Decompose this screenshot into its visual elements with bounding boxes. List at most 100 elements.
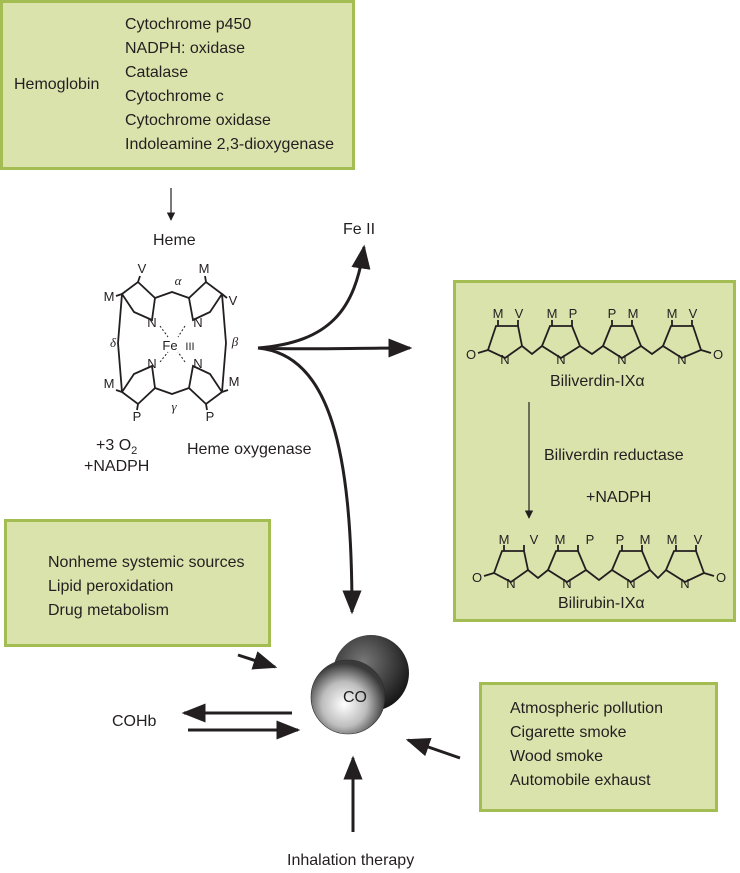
carbonyl-bond: [703, 572, 715, 577]
substituent-bond: [205, 403, 208, 411]
o2-subscript: 2: [131, 445, 138, 458]
methine-bridge: [579, 345, 604, 356]
pyrrole-ring-d: [188, 364, 224, 406]
group-label: P: [616, 532, 625, 547]
pyrrole-ring: [540, 325, 582, 360]
heme-sources-list: Cytochrome p450 NADPH: oxidase Catalase …: [125, 13, 334, 157]
heme-label: Heme: [153, 232, 196, 249]
list-item: Nonheme systemic sources: [48, 554, 245, 571]
heme-beta-label: β: [231, 334, 239, 349]
pyrrole-ring: [661, 325, 703, 360]
methine-bridge: [640, 345, 664, 356]
list-item: Cytochrome p450: [125, 16, 252, 33]
methine-bridge: [521, 345, 543, 356]
heme-sources-box: Hemoglobin Cytochrome p450 NADPH: oxidas…: [0, 0, 355, 170]
list-item: Drug metabolism: [48, 602, 169, 619]
group-label: M: [499, 532, 510, 547]
nadph-reagent: +NADPH: [84, 458, 150, 475]
heme-to-co-arrow: [257, 346, 362, 615]
substituent-bond: [221, 389, 229, 393]
group-label: V: [515, 306, 524, 321]
nitrogen-label: N: [680, 576, 689, 591]
carbonyl-bond: [483, 572, 495, 577]
pyrrole-ring: [492, 550, 530, 584]
o2-reagent: +3 O2: [96, 436, 137, 461]
pyrrole-ring: [601, 325, 643, 360]
nonheme-sources-box: Nonheme systemic sources Lipid peroxidat…: [4, 519, 271, 647]
heme-structure: [115, 275, 229, 411]
cohb-label: COHb: [112, 713, 157, 730]
nonheme-sources-list: Nonheme systemic sources Lipid peroxidat…: [48, 551, 245, 623]
heme-alpha-label: α: [175, 273, 183, 288]
biliverdin-reductase-label: Biliverdin reductase: [544, 447, 684, 464]
nitrogen-label: N: [626, 576, 635, 591]
substituent-bond: [137, 275, 141, 283]
heme-p-label: P: [206, 409, 215, 424]
fe-n-bond: [159, 325, 169, 338]
carbonyl-bond: [477, 349, 489, 354]
list-item: NADPH: oxidase: [125, 40, 246, 57]
heme-n-label: N: [193, 315, 202, 330]
fe-n-bond: [159, 351, 169, 363]
pyrrole-ring: [546, 550, 588, 584]
group-label: M: [667, 532, 678, 547]
nitrogen-label: N: [556, 352, 565, 367]
meso-bridge-gamma: [154, 387, 190, 395]
nitrogen-label: N: [500, 352, 509, 367]
biliverdin-labels: M V M P P M M V O O N N N N: [466, 306, 723, 367]
group-label: M: [640, 532, 651, 547]
list-item: Cytochrome c: [125, 88, 224, 105]
group-label: P: [569, 306, 578, 321]
environment-to-co-arrow: [405, 737, 461, 760]
heme-fe-label: Fe: [162, 338, 177, 353]
oxygen-label: O: [713, 347, 723, 362]
substituent-bond: [204, 275, 207, 283]
heme-m-label: M: [104, 289, 115, 304]
list-item: Cytochrome oxidase: [125, 112, 271, 129]
list-item: Atmospheric pollution: [510, 700, 663, 717]
fe2-label: Fe II: [343, 221, 376, 238]
heme-to-biliverdin-arrow: [257, 338, 413, 358]
substituent-bond: [115, 293, 123, 297]
heme-v-label: V: [229, 293, 238, 308]
group-label: M: [555, 532, 566, 547]
list-item: Automobile exhaust: [510, 772, 651, 789]
methine-bridge: [649, 569, 667, 580]
bilirubin-label: Bilirubin-IXα: [558, 595, 645, 612]
group-label: M: [667, 306, 678, 321]
meso-bridge-beta: [221, 293, 227, 393]
heme-gamma-label: γ: [171, 399, 177, 414]
heme-delta-label: δ: [110, 335, 117, 350]
group-label: V: [694, 532, 703, 547]
environmental-sources-list: Atmospheric pollution Cigarette smoke Wo…: [510, 697, 663, 793]
carbonyl-bond: [700, 349, 712, 354]
fe-n-bond: [177, 325, 186, 338]
heme-p-label: P: [133, 409, 142, 424]
substituent-bond: [221, 293, 228, 299]
bilirubin-structure: [483, 545, 715, 584]
heme-m-label: M: [229, 374, 240, 389]
list-item: Cigarette smoke: [510, 724, 627, 741]
group-label: P: [608, 306, 617, 321]
substituent-bond: [115, 389, 123, 393]
o2-reagent-text: +3 O: [96, 437, 132, 454]
heme-v-label: V: [138, 261, 147, 276]
heme-n-label: N: [193, 356, 202, 371]
oxygen-label: O: [472, 570, 482, 585]
meso-bridge-delta: [117, 293, 123, 393]
heme-oxygenase-label: Heme oxygenase: [187, 441, 312, 458]
bilirubin-labels: M V M P P M M V O O N N N N: [472, 532, 726, 591]
nitrogen-label: N: [562, 576, 571, 591]
biliverdin-structure: [477, 320, 712, 360]
oxygen-label: O: [466, 347, 476, 362]
nitrogen-label: N: [506, 576, 515, 591]
nadph-label: +NADPH: [586, 489, 652, 506]
pyrrole-ring-c: [120, 364, 156, 406]
environmental-sources-box: Atmospheric pollution Cigarette smoke Wo…: [479, 682, 718, 812]
bile-pigments-box: [453, 280, 736, 622]
list-item: Wood smoke: [510, 748, 604, 765]
meso-bridge-alpha: [154, 291, 190, 299]
hemoglobin-label: Hemoglobin: [14, 76, 100, 93]
nitrogen-label: N: [677, 352, 686, 367]
nitrogen-label: N: [617, 352, 626, 367]
